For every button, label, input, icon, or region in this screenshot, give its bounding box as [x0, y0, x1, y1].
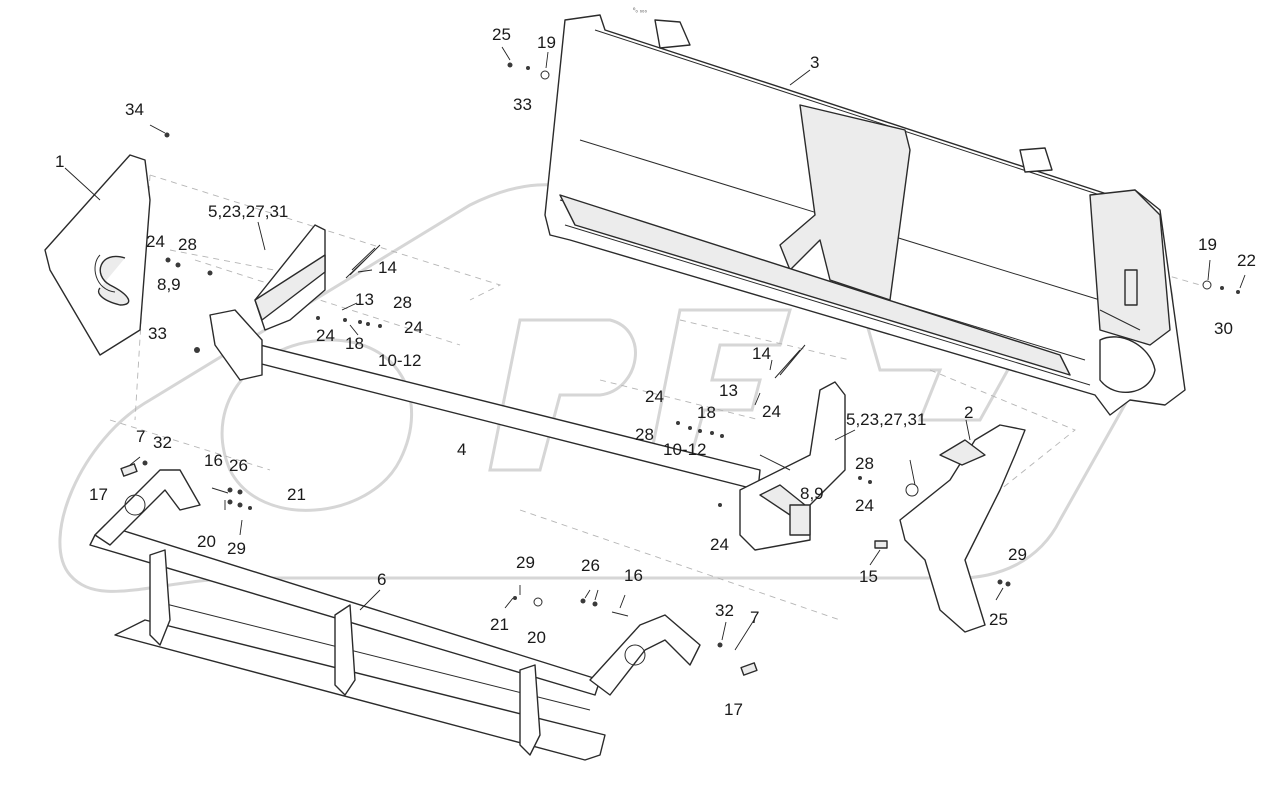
label-18-left: 18 [345, 334, 364, 353]
label-25-right: 25 [989, 610, 1008, 629]
lower-bar-part-6 [89, 469, 701, 761]
label-32-left: 32 [153, 433, 172, 452]
label-24-mid-b: 24 [404, 318, 423, 337]
label-29-left: 29 [227, 539, 246, 558]
label-26-bottom: 26 [581, 556, 600, 575]
label-29-right: 29 [1008, 545, 1027, 564]
label-25-top: 25 [492, 25, 511, 44]
label-14-left: 14 [378, 258, 397, 277]
label-33-left: 33 [148, 324, 167, 343]
main-frame-part-3 [544, 14, 1186, 416]
label-28-left: 28 [178, 235, 197, 254]
label-22: 22 [1237, 251, 1256, 270]
label-7-bottom: 7 [750, 608, 759, 627]
label-3: 3 [810, 53, 819, 72]
label-13-right: 13 [719, 381, 738, 400]
label-24-right-a: 24 [645, 387, 664, 406]
label-13-left: 13 [355, 290, 374, 309]
label-16-bottom: 16 [624, 566, 643, 585]
label-2: 2 [964, 403, 973, 422]
label-24-right-b: 24 [762, 402, 781, 421]
right-bracket-assembly [739, 381, 846, 551]
label-18-right: 18 [697, 403, 716, 422]
label-34: 34 [125, 100, 144, 119]
label-19-right: 19 [1198, 235, 1217, 254]
label-15: 15 [859, 567, 878, 586]
label-10-12-left: 10-12 [378, 351, 421, 370]
label-14-right: 14 [752, 344, 771, 363]
label-1: 1 [55, 152, 64, 171]
label-17-left: 17 [89, 485, 108, 504]
header-mark: ⁰₀ ₀₀₀ [633, 7, 648, 14]
label-32-bottom: 32 [715, 601, 734, 620]
leader-lines [64, 46, 1246, 651]
right-arm-bracket-part-2 [899, 424, 1026, 633]
label-5-23-27-31-left: 5,23,27,31 [208, 202, 288, 221]
part-labels: 1 3 34 25 19 33 5,23,27,31 24 28 8,9 14 … [55, 25, 1256, 719]
label-28-right-a: 28 [635, 425, 654, 444]
label-6: 6 [377, 570, 386, 589]
label-33-top: 33 [513, 95, 532, 114]
pins [120, 463, 888, 676]
label-7-left: 7 [136, 427, 145, 446]
label-29-bottom: 29 [516, 553, 535, 572]
label-20-left: 20 [197, 532, 216, 551]
label-17-bottom: 17 [724, 700, 743, 719]
label-24-right-c: 24 [855, 496, 874, 515]
label-5-23-27-31-right: 5,23,27,31 [846, 410, 926, 429]
label-28-mid: 28 [393, 293, 412, 312]
label-24-mid-a: 24 [316, 326, 335, 345]
label-24-right-d: 24 [710, 535, 729, 554]
label-16-left: 16 [204, 451, 223, 470]
label-28-right-b: 28 [855, 454, 874, 473]
label-10-12-right: 10-12 [663, 440, 706, 459]
label-24-left: 24 [146, 232, 165, 251]
label-8-9-right: 8,9 [800, 484, 824, 503]
left-side-plate-part-1 [44, 154, 151, 356]
label-21-bottom: 21 [490, 615, 509, 634]
label-26-left: 26 [229, 456, 248, 475]
springs [345, 244, 806, 379]
label-8-9-left: 8,9 [157, 275, 181, 294]
label-4: 4 [457, 440, 466, 459]
label-30: 30 [1214, 319, 1233, 338]
label-19-top: 19 [537, 33, 556, 52]
label-20-bottom: 20 [527, 628, 546, 647]
label-21-left: 21 [287, 485, 306, 504]
